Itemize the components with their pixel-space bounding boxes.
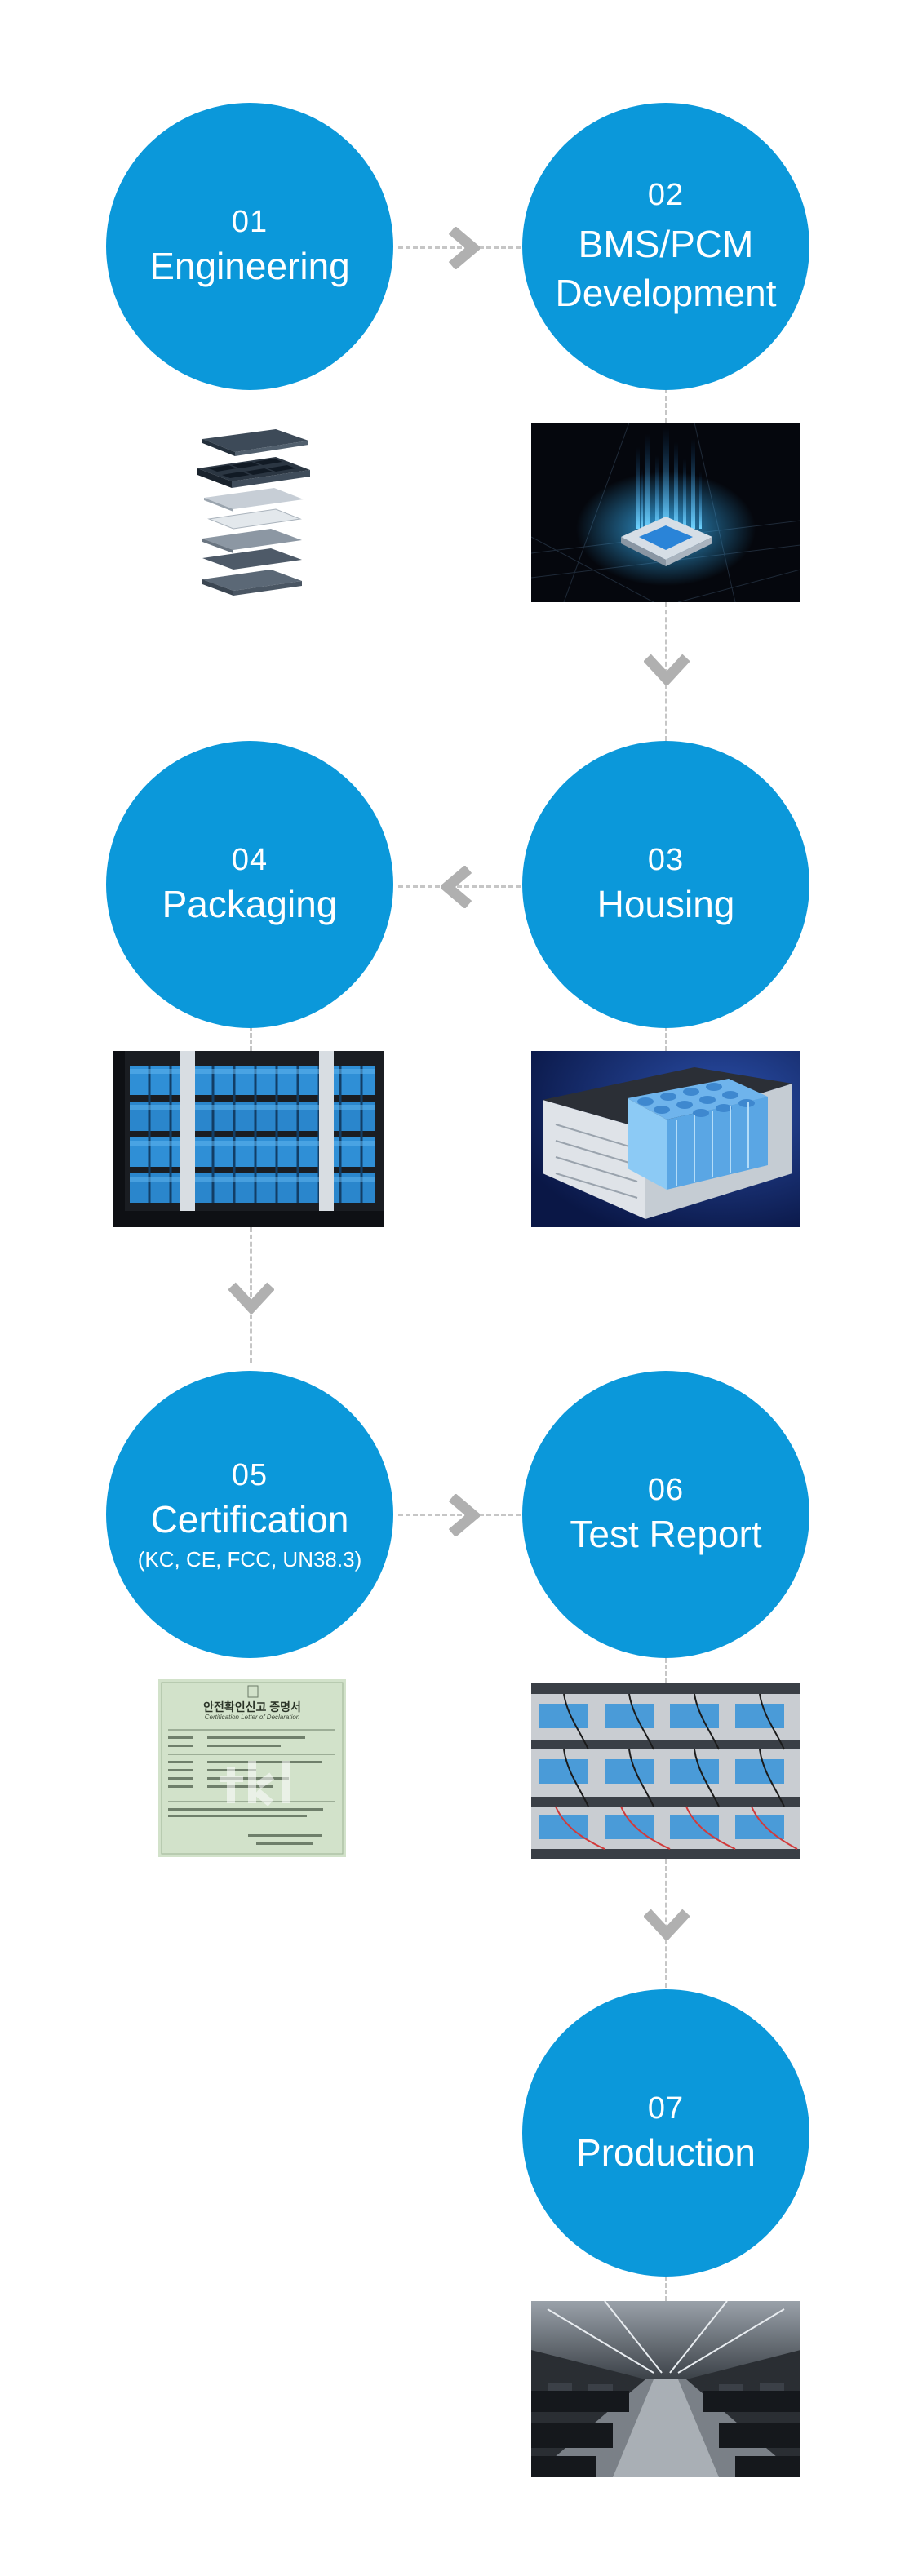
step-number: 01 xyxy=(231,205,268,239)
test-report-photo xyxy=(531,1683,800,1859)
certificate-title: 안전확인신고 증명서 xyxy=(203,1700,301,1714)
step-07-circle: 07 Production xyxy=(522,1989,809,2277)
housing-photo xyxy=(531,1051,800,1227)
connector-07-photo xyxy=(665,2277,667,2301)
glowing-circuit-chip-image xyxy=(531,423,800,602)
step-number: 04 xyxy=(231,843,268,877)
chevron-down-icon xyxy=(644,654,690,685)
step-05-circle: 05 Certification (KC, CE, FCC, UN38.3) xyxy=(106,1371,393,1658)
chevron-down-icon xyxy=(644,1909,690,1940)
production-factory-floor-image xyxy=(531,2301,800,2477)
battery-module-housing-image xyxy=(531,1051,800,1227)
certification-photo: 안전확인신고 증명서 Certification Letter of Decla… xyxy=(158,1679,346,1857)
step-01-circle: 01 Engineering xyxy=(106,103,393,390)
exploded-battery-pack-image xyxy=(197,429,310,596)
step-number: 05 xyxy=(231,1458,268,1492)
engineering-photo xyxy=(186,423,318,604)
connector-03-photo xyxy=(665,1026,667,1051)
connector-02-photo xyxy=(665,388,667,423)
step-number: 03 xyxy=(647,843,685,877)
step-label: Test Report xyxy=(570,1513,762,1555)
chevron-right-icon xyxy=(448,1494,480,1536)
connector-04-photo xyxy=(250,1026,252,1051)
connector-06-07 xyxy=(665,1859,667,1988)
certificate-document-image xyxy=(158,1679,346,1857)
step-label: Production xyxy=(576,2131,756,2174)
connector-04-05 xyxy=(250,1227,252,1363)
step-label-line1: BMS/PCM xyxy=(578,223,754,265)
step-sublabel: (KC, CE, FCC, UN38.3) xyxy=(137,1547,362,1572)
step-number: 02 xyxy=(647,178,685,212)
production-photo xyxy=(531,2301,800,2477)
packaging-photo xyxy=(113,1051,384,1227)
step-label: Housing xyxy=(596,883,735,925)
step-03-circle: 03 Housing xyxy=(522,741,809,1028)
step-label: Certification xyxy=(150,1498,349,1541)
connector-03-04 xyxy=(398,885,535,888)
step-label: Packaging xyxy=(162,883,338,925)
step-02-circle: 02 BMS/PCM Development xyxy=(522,103,809,390)
step-number: 07 xyxy=(647,2091,685,2126)
step-label: Engineering xyxy=(149,245,350,287)
certificate-subtitle: Certification Letter of Declaration xyxy=(204,1714,300,1721)
step-label-line2: Development xyxy=(555,272,777,314)
chevron-right-icon xyxy=(448,227,480,269)
step-06-circle: 06 Test Report xyxy=(522,1371,809,1658)
step-04-circle: 04 Packaging xyxy=(106,741,393,1028)
cylindrical-cell-packaging-image xyxy=(113,1051,384,1227)
chevron-left-icon xyxy=(441,866,472,908)
step-number: 06 xyxy=(647,1473,685,1507)
bms-pcm-photo xyxy=(531,423,800,602)
connector-06-photo xyxy=(665,1658,667,1683)
chevron-down-icon xyxy=(228,1282,274,1314)
battery-testing-rack-image xyxy=(531,1683,800,1859)
